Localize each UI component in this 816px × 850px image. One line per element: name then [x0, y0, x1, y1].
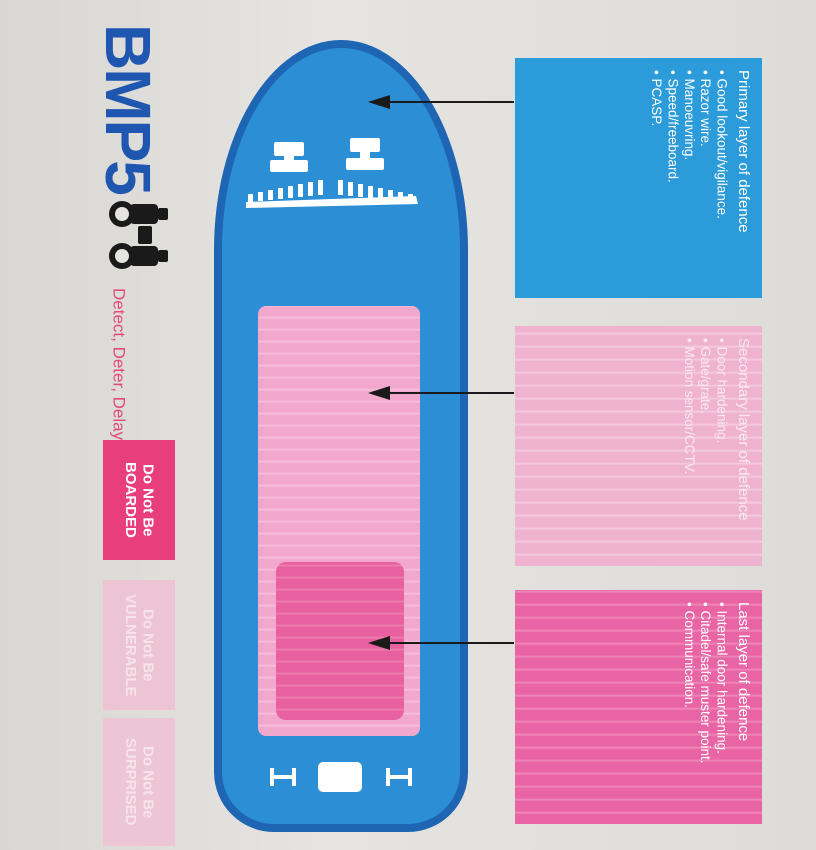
list-item: PCASP. [647, 70, 664, 286]
tag-vulnerable: Do Not Be VULNERABLE [103, 580, 175, 710]
secondary-layer-box: Secondary layer of defence Door hardenin… [515, 326, 762, 566]
list-item: Good lookout/vigilance. [713, 70, 730, 286]
page-title: BMP5 [92, 24, 164, 194]
binoculars-icon [109, 201, 168, 269]
tag-surprised: Do Not Be SURPRISED [103, 718, 175, 846]
list-item: Motion sensor/CCTV. [680, 338, 697, 554]
list-item: Manoeuvring. [680, 70, 697, 286]
subtitle: Detect, Deter, Delay [109, 288, 129, 441]
razor-wire-icon [246, 138, 418, 208]
tag-label: Do Not Be BOARDED [122, 462, 157, 538]
tag-label: Do Not Be SURPRISED [122, 738, 157, 826]
list-item: Internal door hardening. [713, 602, 730, 812]
list-item: Citadel/safe muster point. [697, 602, 713, 812]
ship-deck-equipment-icon [270, 762, 412, 792]
list-item: Speed/freeboard. [664, 70, 680, 286]
list-item: Razor wire. [697, 70, 713, 286]
tag-label: Do Not Be VULNERABLE [122, 593, 157, 697]
list-item: Gate/grate. [697, 338, 713, 554]
layer-heading: Primary layer of defence [735, 70, 752, 233]
layer-heading: Secondary layer of defence [735, 338, 752, 521]
list-item: Door hardening. [713, 338, 730, 554]
layer-heading: Last layer of defence [735, 602, 752, 742]
last-layer-box: Last layer of defence Internal door hard… [515, 590, 762, 824]
primary-layer-box: Primary layer of defence Good lookout/vi… [515, 58, 762, 298]
tag-boarded: Do Not Be BOARDED [103, 440, 175, 560]
list-item: Communication. [680, 602, 697, 812]
